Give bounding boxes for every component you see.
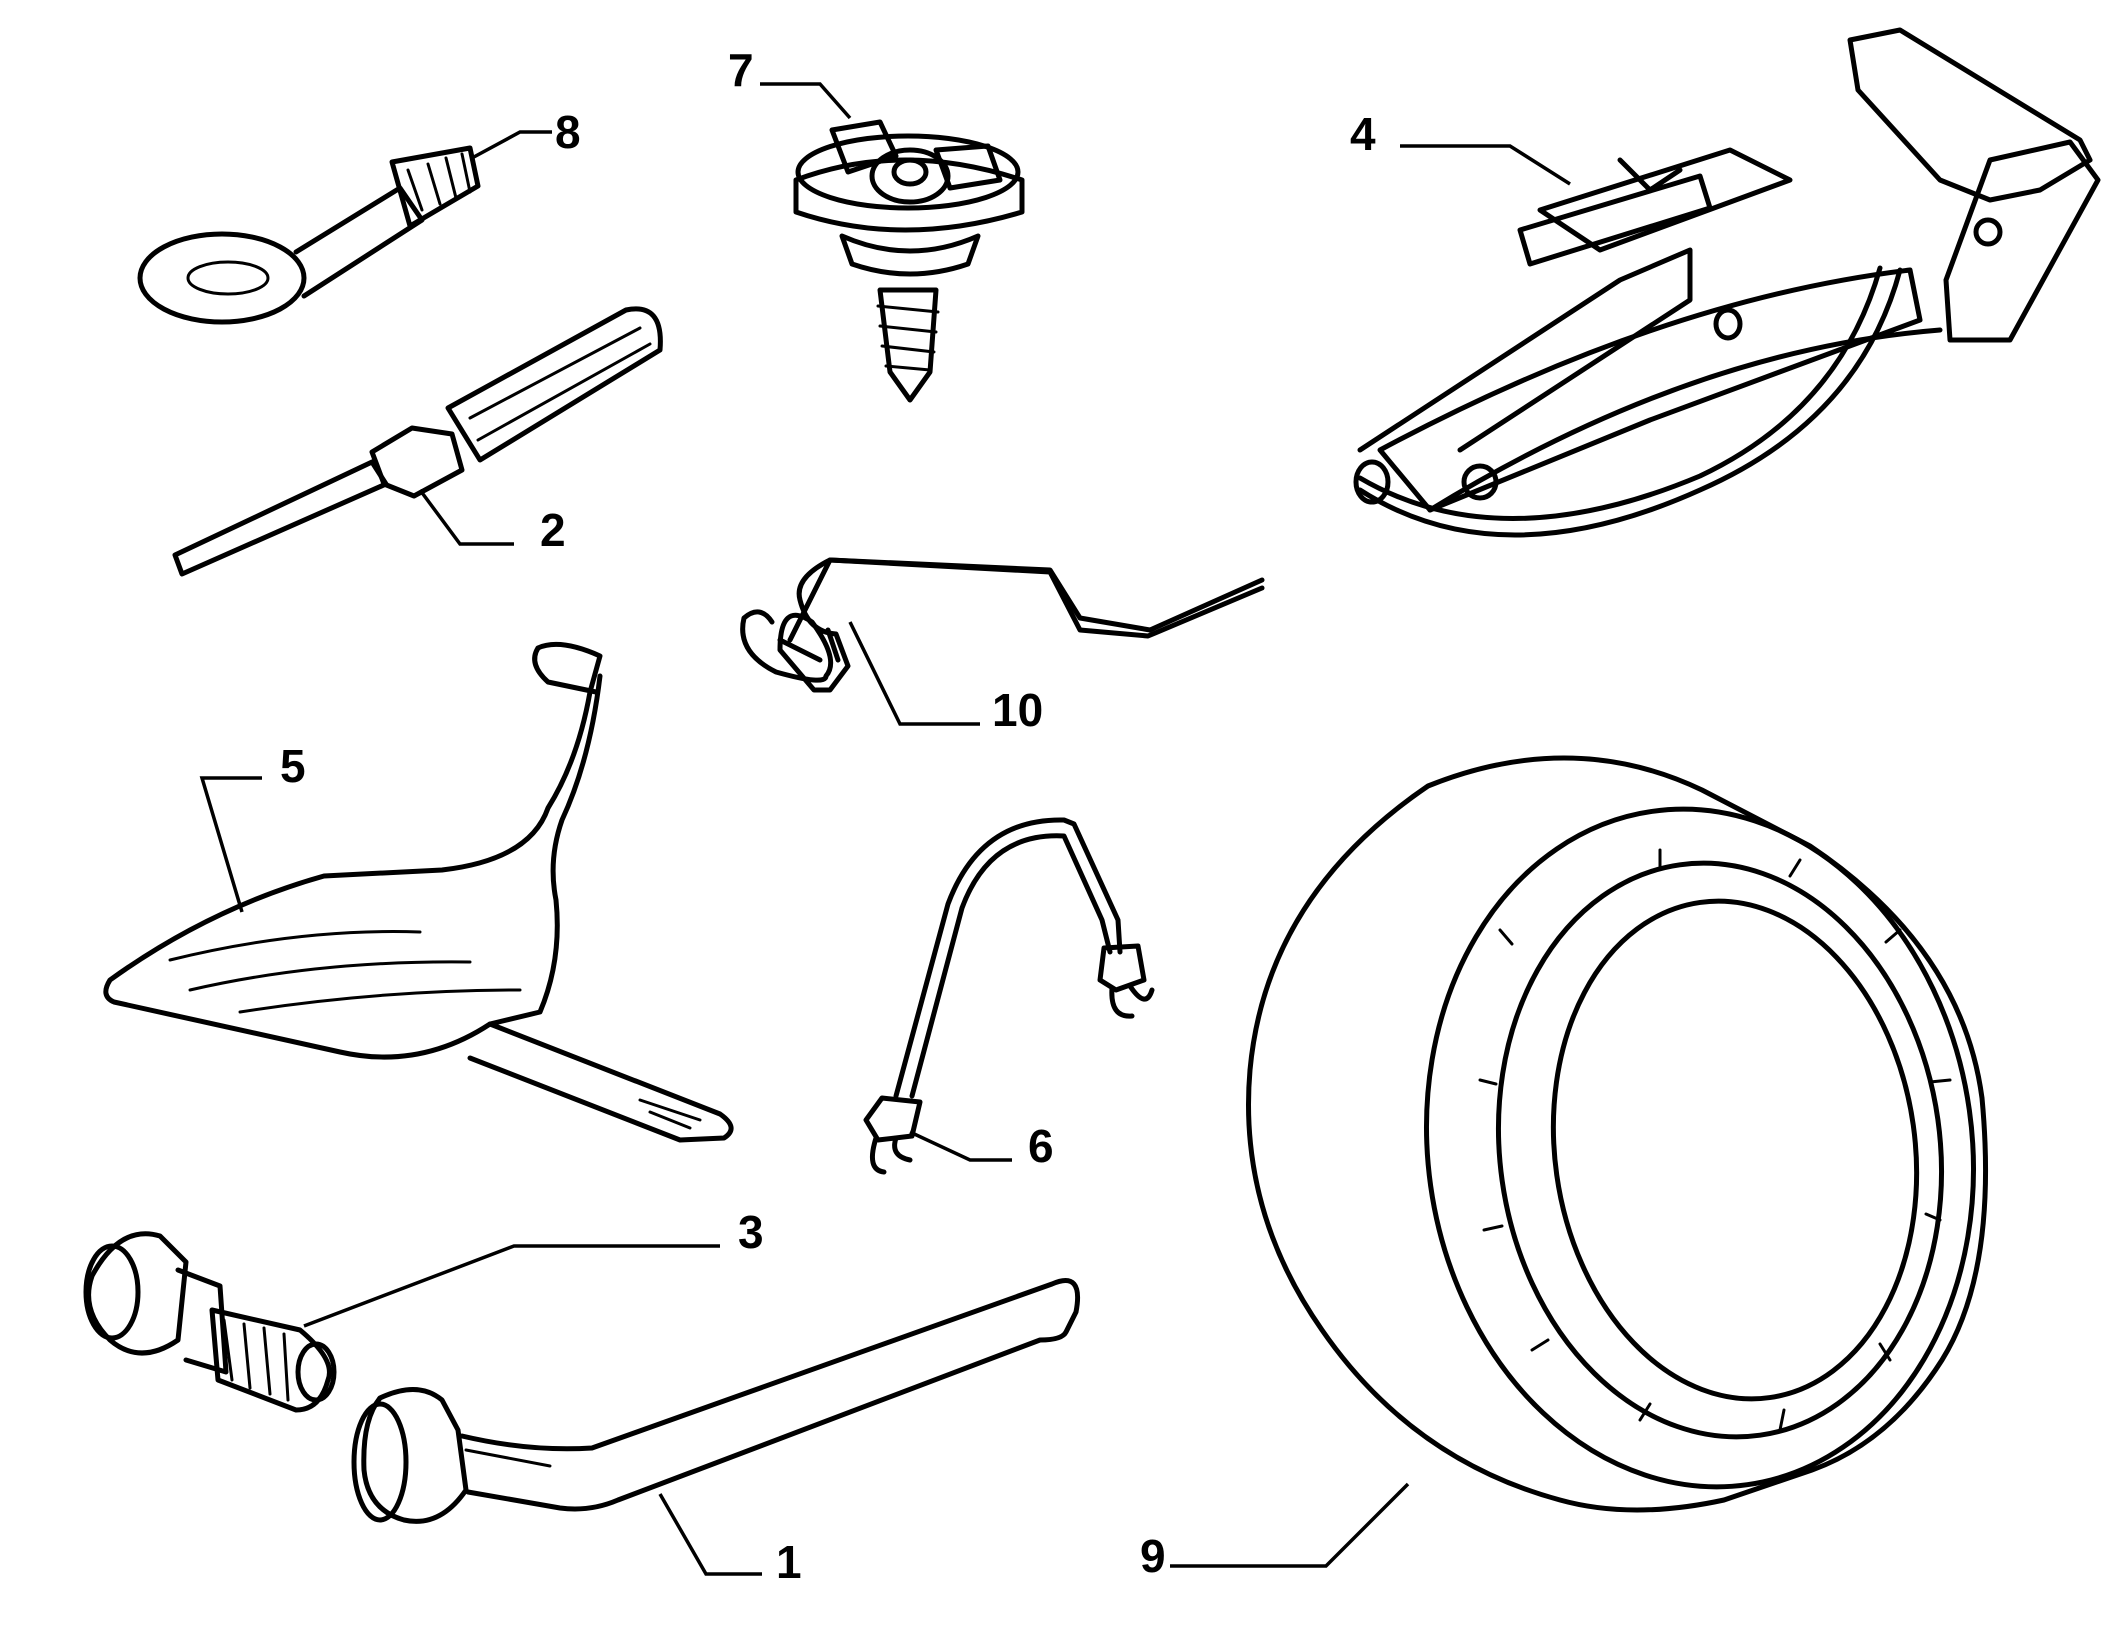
callout-8: 8 <box>555 106 581 158</box>
leader-3 <box>303 1244 720 1328</box>
leader-2 <box>418 488 514 546</box>
callout-10: 10 <box>992 684 1043 736</box>
leader-10 <box>848 621 980 726</box>
callout-7: 7 <box>728 44 754 96</box>
callout-5: 5 <box>280 740 306 792</box>
tool-holder-part <box>103 641 734 1143</box>
retaining-strap-part <box>863 817 1155 1175</box>
leader-7 <box>760 82 852 120</box>
towing-eye-part <box>137 145 481 325</box>
callout-3: 3 <box>738 1206 764 1258</box>
callout-2: 2 <box>540 504 566 556</box>
socket-adapter-part <box>83 1231 337 1413</box>
leader-1 <box>658 1493 762 1576</box>
leader-6 <box>909 1130 1012 1162</box>
wing-screw-part <box>793 119 1025 403</box>
wheel-wrench-part <box>351 1278 1081 1524</box>
spare-tyre-part <box>1246 755 1989 1513</box>
scissor-jack-part <box>1353 27 2101 538</box>
callout-9: 9 <box>1140 1530 1166 1582</box>
screwdriver-part <box>172 306 663 577</box>
leader-8 <box>471 130 552 160</box>
leader-5 <box>199 776 262 913</box>
leader-9 <box>1170 1482 1410 1568</box>
hooked-rod-part <box>740 557 1265 693</box>
callout-1: 1 <box>776 1536 802 1588</box>
callout-6: 6 <box>1028 1120 1054 1172</box>
leader-4 <box>1400 144 1571 186</box>
callout-4: 4 <box>1350 108 1376 160</box>
